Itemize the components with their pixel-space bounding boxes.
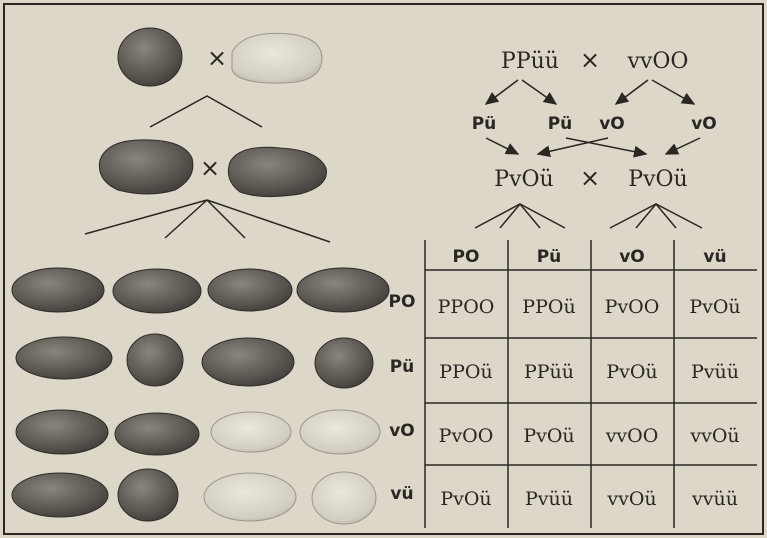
row-header-2: Pü [390, 357, 415, 377]
punnett-cell-r1-c1: PPOO [438, 296, 495, 318]
cross-symbol-parents: × [580, 46, 600, 74]
gamete-1: Pü [472, 114, 497, 134]
punnett-cell-r4-c2: Pvüü [525, 488, 573, 510]
f1-genotype-right: PvOü [628, 167, 687, 192]
punnett-grid-lines [425, 240, 757, 528]
punnett-cell-r2-c4: Pvüü [691, 361, 739, 383]
gamete-2: Pü [548, 114, 573, 134]
punnett-cell-r3-c1: PvOO [439, 425, 494, 447]
tuber-f1-left [99, 140, 193, 194]
column-header-1: PO [453, 247, 480, 267]
punnett-cell-r3-c3: vvOO [605, 425, 659, 447]
punnett-cell-r3-c2: PvOü [523, 425, 574, 447]
fan-lines-f1-to-gametes [475, 204, 702, 228]
row-header-1: PO [389, 292, 416, 312]
tuber-parent-round-dark [118, 28, 182, 86]
punnett-cell-r2-c3: PvOü [606, 361, 657, 383]
row-header-4: vü [390, 484, 413, 504]
punnett-cell-r1-c4: PvOü [689, 296, 740, 318]
tuber-f1-right [228, 147, 326, 196]
branch-lines-f1 [85, 200, 330, 242]
f1-genotype-left: PvOü [494, 167, 553, 192]
punnett-cell-r4-c1: PvOü [440, 488, 491, 510]
punnett-cell-r1-c2: PPOü [522, 296, 575, 318]
punnett-cell-r2-c2: PPüü [524, 361, 574, 383]
row-header-3: vO [389, 421, 415, 441]
punnett-cell-r1-c3: PvOO [605, 296, 660, 318]
column-header-4: vü [703, 247, 726, 267]
cross-symbol-tubers-p: × [207, 44, 227, 72]
cross-symbol-tubers-f1: × [200, 154, 220, 182]
column-header-2: Pü [537, 247, 562, 267]
gamete-3: vO [599, 114, 625, 134]
arrows-gametes-to-f1 [486, 138, 700, 154]
genotype-scheme: PPüü × vvOO Pü Pü vO vO PvOü × PvOü [472, 46, 717, 228]
column-header-3: vO [619, 247, 645, 267]
punnett-cell-r3-c4: vvOü [689, 425, 739, 447]
punnett-cell-r4-c3: vvOü [606, 488, 656, 510]
parent-genotype-left: PPüü [501, 49, 559, 74]
punnett-cell-r2-c1: PPOü [439, 361, 492, 383]
tuber-parent-long-light [232, 33, 322, 83]
arrows-parents-to-gametes [486, 80, 694, 104]
cross-symbol-f1: × [580, 164, 600, 192]
outer-frame [4, 4, 763, 534]
branch-lines-p [150, 96, 262, 127]
punnett-cell-r4-c4: vvüü [691, 488, 738, 510]
tuber-panel: × × [12, 28, 389, 524]
tuber-f2-grid [12, 268, 389, 524]
gamete-4: vO [691, 114, 717, 134]
parent-genotype-right: vvOO [627, 49, 689, 74]
